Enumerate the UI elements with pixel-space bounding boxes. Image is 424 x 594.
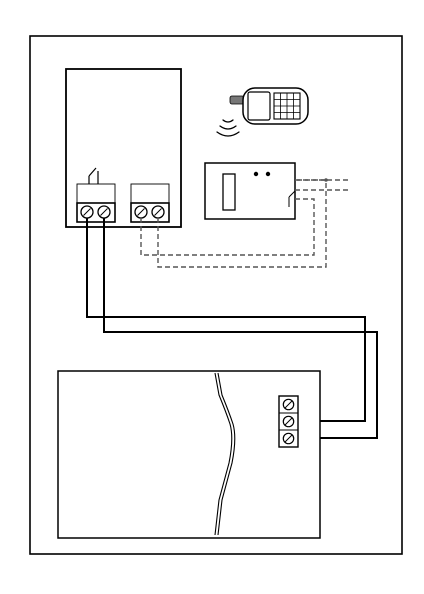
indicator-led-2 — [266, 172, 270, 176]
input-terminal-block — [131, 184, 169, 222]
indicator-led-1 — [254, 172, 258, 176]
terminal-screw-1 — [283, 399, 293, 409]
relay-screw-right — [98, 206, 110, 218]
receiver-module — [205, 163, 295, 219]
gsm-handset-icon — [230, 88, 308, 124]
signal-waves-icon — [217, 120, 239, 136]
junction-dot — [324, 178, 328, 182]
terminal-screw-2 — [283, 416, 293, 426]
input-screw-left — [135, 206, 147, 218]
terminal-screw-3 — [283, 433, 293, 443]
keypad-icon — [274, 93, 300, 119]
receiver-slot — [223, 174, 235, 210]
input-screw-right — [152, 206, 164, 218]
relay-terminal-block — [77, 184, 115, 222]
control-unit — [66, 69, 181, 227]
terminal-strip — [279, 396, 298, 447]
relay-screw-left — [81, 206, 93, 218]
